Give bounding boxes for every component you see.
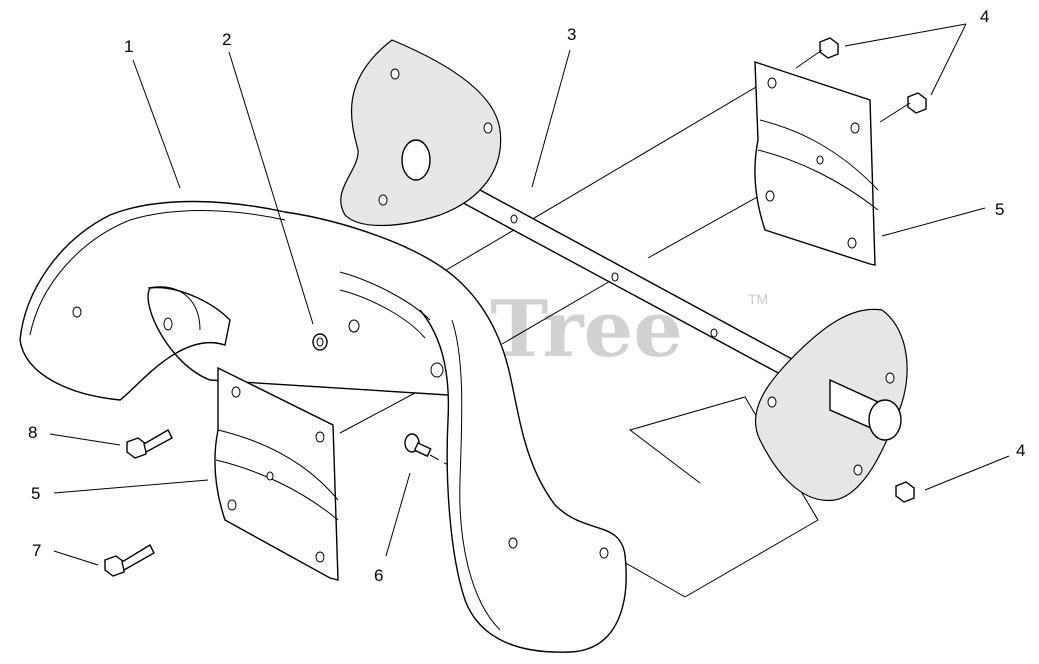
nut-top-1 <box>819 37 839 59</box>
callout-6: 6 <box>374 566 383 585</box>
callout-2: 2 <box>222 30 231 49</box>
grease-fitting <box>404 433 432 458</box>
bolt-7 <box>104 544 155 577</box>
bolt-8 <box>126 429 173 459</box>
auger-blade-right <box>284 211 627 653</box>
callout-4-bottom: 4 <box>1016 441 1025 460</box>
callout-3: 3 <box>567 25 576 44</box>
auger-shaft <box>340 39 908 502</box>
callout-labels: 1 2 3 4 5 4 8 5 6 7 <box>28 7 1025 585</box>
callout-1: 1 <box>124 37 133 56</box>
callout-8: 8 <box>28 423 37 442</box>
paddle-plate-left <box>214 366 339 581</box>
leader-lines <box>49 23 1010 566</box>
callout-4-top: 4 <box>980 7 989 26</box>
bushing <box>312 333 328 351</box>
callout-5-right: 5 <box>995 200 1004 219</box>
callout-7: 7 <box>32 541 41 560</box>
auger-blade-left <box>19 200 454 401</box>
nut-bottom <box>895 481 915 503</box>
nut-top-2 <box>907 92 927 114</box>
watermark-trademark: TM <box>748 291 768 307</box>
callout-5-left: 5 <box>31 484 40 503</box>
paddle-plate-right <box>754 61 879 266</box>
